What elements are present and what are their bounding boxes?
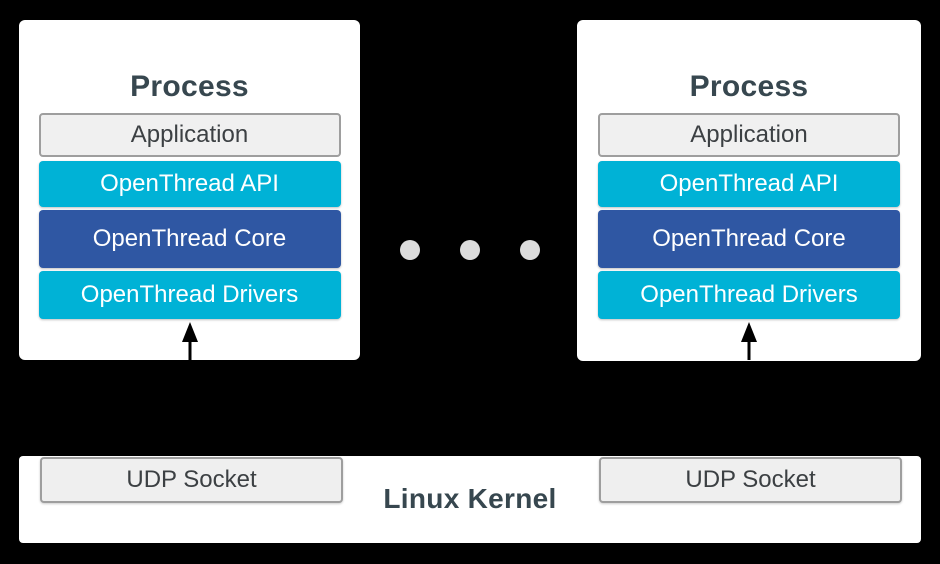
arrowhead-icon [741, 322, 757, 342]
layer-openthread-core-label: OpenThread Core [92, 225, 287, 252]
layer-application: Application [38, 113, 341, 157]
arrow-up-icon [181, 322, 198, 360]
layer-openthread-api-label: OpenThread API [659, 170, 839, 197]
layer-openthread-core: OpenThread Core [598, 210, 900, 268]
arrowhead-icon [181, 322, 198, 342]
ellipsis-dot [520, 240, 540, 260]
layer-application-label: Application [130, 121, 249, 148]
layer-application: Application [598, 113, 900, 157]
udp-socket-label: UDP Socket [685, 466, 816, 493]
layer-openthread-api-label: OpenThread API [100, 170, 279, 197]
layer-openthread-drivers: OpenThread Drivers [38, 271, 341, 319]
layer-openthread-drivers: OpenThread Drivers [598, 271, 900, 319]
process-card-2: Process Application OpenThread API OpenT… [577, 20, 921, 361]
udp-socket-box-2: UDP Socket [599, 457, 902, 503]
process-card-1: Process Application OpenThread API OpenT… [19, 20, 360, 360]
udp-socket-label: UDP Socket [126, 466, 257, 493]
layer-openthread-drivers-label: OpenThread Drivers [640, 281, 858, 308]
layer-openthread-core: OpenThread Core [38, 210, 341, 268]
layer-openthread-api: OpenThread API [598, 161, 900, 207]
arrow-stem [188, 340, 191, 360]
ellipsis-dot [400, 240, 420, 260]
linux-kernel-label: Linux Kernel [383, 483, 557, 514]
ellipsis-dot [460, 240, 480, 260]
layer-openthread-core-label: OpenThread Core [652, 225, 846, 252]
udp-socket-box-1: UDP Socket [40, 457, 343, 503]
layer-openthread-api: OpenThread API [38, 161, 341, 207]
arrow-up-icon [741, 322, 757, 360]
layer-openthread-drivers-label: OpenThread Drivers [80, 281, 299, 308]
process-title: Process [689, 70, 809, 103]
layer-application-label: Application [690, 121, 808, 148]
arrow-stem [747, 340, 751, 360]
process-title: Process [130, 70, 249, 103]
